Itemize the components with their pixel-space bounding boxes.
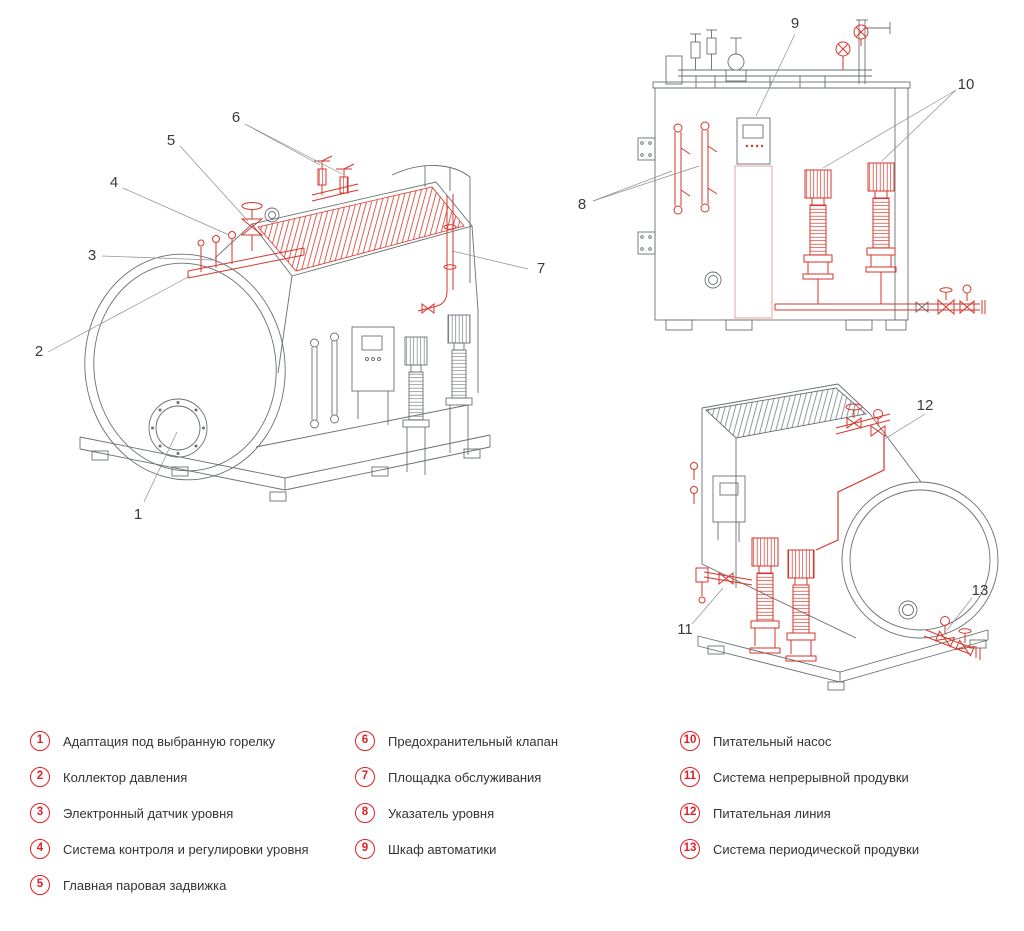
legend-label-13: Система периодической продувки — [713, 841, 920, 857]
boiler-view-rear-orthographic: 8 9 10 — [578, 15, 986, 331]
legend-item-4: 4 Система контроля и регулировки уровня — [30, 839, 355, 859]
legend-item-10: 10 Питательный насос — [680, 731, 994, 751]
legend-item-6: 6 Предохранительный клапан — [355, 731, 680, 751]
callout-10: 10 — [958, 76, 975, 93]
legend-label-7: Площадка обслуживания — [388, 769, 542, 785]
feed-pump-b — [865, 162, 897, 304]
control-cabinet — [351, 326, 395, 425]
callout-1: 1 — [134, 506, 142, 523]
sight-glass-columns — [310, 332, 339, 429]
legend-label-11: Система непрерывной продувки — [713, 769, 909, 785]
legend-item-8: 8 Указатель уровня — [355, 803, 680, 823]
legend-column-2: 6 Предохранительный клапан 7 Площадка об… — [355, 731, 680, 895]
main-steam-valve — [240, 202, 264, 251]
legend-badge-8: 8 — [355, 803, 375, 823]
legend-label-2: Коллектор давления — [63, 769, 188, 785]
pressure-collector — [187, 247, 305, 279]
callouts-v3: 11 12 13 — [677, 397, 988, 638]
top-piping — [665, 19, 891, 88]
automation-cabinet — [736, 117, 771, 165]
legend-item-2: 2 Коллектор давления — [30, 767, 355, 787]
legend-item-9: 9 Шкаф автоматики — [355, 839, 680, 859]
safety-valves — [311, 155, 359, 202]
callout-11: 11 — [677, 621, 693, 638]
blowdown-piping — [774, 284, 986, 316]
pump-gray-b — [445, 314, 473, 455]
callout-2: 2 — [35, 343, 43, 360]
red-equipment — [187, 155, 465, 314]
burner-adapter-flange — [148, 398, 208, 458]
pump-gray-a — [402, 336, 430, 475]
red-equipment-v3 — [690, 403, 981, 662]
legend-item-1: 1 Адаптация под выбранную горелку — [30, 731, 355, 751]
callout-6: 6 — [232, 109, 240, 126]
legend-item-11: 11 Система непрерывной продувки — [680, 767, 994, 787]
service-platform-grating — [257, 186, 465, 272]
legend-column-1: 1 Адаптация под выбранную горелку 2 Колл… — [30, 731, 355, 895]
legend-label-1: Адаптация под выбранную горелку — [63, 733, 276, 749]
legend-badge-6: 6 — [355, 731, 375, 751]
callout-13: 13 — [972, 582, 989, 599]
legend-label-3: Электронный датчик уровня — [63, 805, 234, 821]
legend-item-5: 5 Главная паровая задвижка — [30, 875, 355, 895]
callout-4: 4 — [110, 174, 118, 191]
legend-badge-11: 11 — [680, 767, 700, 787]
handrail — [391, 165, 471, 283]
callout-3: 3 — [88, 247, 96, 264]
continuous-blowdown — [695, 567, 753, 604]
red-equipment-v2 — [673, 24, 986, 319]
legend: 1 Адаптация под выбранную горелку 2 Колл… — [30, 731, 994, 895]
legend-badge-5: 5 — [30, 875, 50, 895]
boiler-view-isometric-rear: 11 12 13 — [677, 383, 999, 691]
callouts-v1: 1 2 3 4 5 6 7 — [35, 109, 545, 523]
legend-item-12: 12 Питательная линия — [680, 803, 994, 823]
legend-label-5: Главная паровая задвижка — [63, 877, 227, 893]
legend-badge-13: 13 — [680, 839, 700, 859]
level-gauges — [673, 121, 718, 215]
callout-8: 8 — [578, 196, 586, 213]
platform-piping — [417, 194, 457, 314]
feed-pump-a — [802, 169, 834, 304]
legend-label-10: Питательный насос — [713, 733, 832, 749]
base-frame — [79, 434, 491, 502]
leader-lines-v3 — [691, 413, 973, 631]
feed-pump-rear-a — [749, 537, 781, 654]
legend-item-3: 3 Электронный датчик уровня — [30, 803, 355, 823]
leader-lines-v1 — [47, 123, 529, 503]
legend-badge-3: 3 — [30, 803, 50, 823]
legend-badge-1: 1 — [30, 731, 50, 751]
callout-7: 7 — [537, 260, 545, 277]
platform-grating-rear — [705, 387, 868, 439]
legend-badge-10: 10 — [680, 731, 700, 751]
legend-item-7: 7 Площадка обслуживания — [355, 767, 680, 787]
legend-label-4: Система контроля и регулировки уровня — [63, 841, 309, 857]
legend-badge-4: 4 — [30, 839, 50, 859]
legend-label-8: Указатель уровня — [388, 805, 495, 821]
callout-9: 9 — [791, 15, 799, 32]
boiler-body — [79, 165, 491, 502]
legend-label-9: Шкаф автоматики — [388, 841, 497, 857]
feed-pump-rear-b — [785, 549, 817, 662]
feed-line-valves — [835, 403, 891, 437]
control-cabinet-rear — [712, 475, 746, 542]
legend-badge-12: 12 — [680, 803, 700, 823]
callout-12: 12 — [917, 397, 934, 414]
callouts-v2: 8 9 10 — [578, 15, 975, 213]
legend-badge-9: 9 — [355, 839, 375, 859]
legend-label-6: Предохранительный клапан — [388, 733, 559, 749]
boiler-view-isometric-front: 1 2 3 4 5 6 7 — [35, 109, 545, 523]
leader-lines-v2 — [592, 33, 957, 202]
legend-label-12: Питательная линия — [713, 805, 831, 821]
legend-item-13: 13 Система периодической продувки — [680, 839, 994, 859]
legend-badge-7: 7 — [355, 767, 375, 787]
periodic-blowdown — [923, 616, 981, 660]
callout-5: 5 — [167, 132, 175, 149]
legend-badge-2: 2 — [30, 767, 50, 787]
feed-line-pipe — [815, 436, 885, 551]
boiler-body-rear — [697, 383, 999, 691]
handwheel-valves — [835, 24, 869, 70]
base-frame-rear — [697, 629, 989, 691]
side-fittings — [690, 462, 698, 504]
legend-column-3: 10 Питательный насос 11 Система непрерыв… — [680, 731, 994, 895]
